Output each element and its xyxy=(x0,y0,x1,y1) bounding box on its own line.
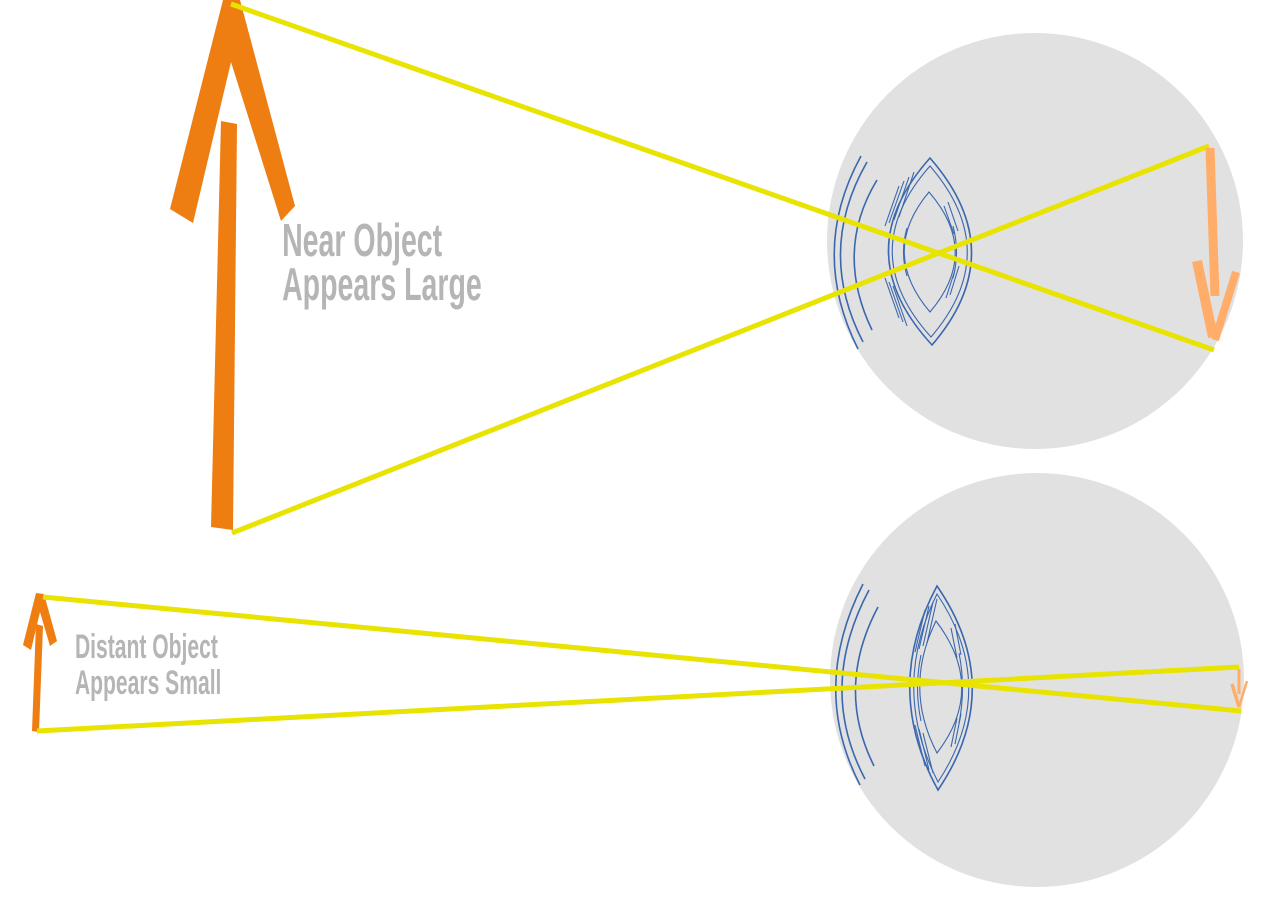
near-object-arrow-shaft xyxy=(211,121,237,530)
distant-ray-from-tip xyxy=(42,594,1242,714)
near-ray-from-base xyxy=(231,143,1210,536)
near-lens xyxy=(884,156,973,347)
near-object-label-line1: Near Object xyxy=(282,214,443,266)
distant-light-rays xyxy=(36,594,1242,734)
near-light-rays xyxy=(230,1,1215,536)
distant-object-label: Distant Object Appears Small xyxy=(74,628,222,702)
near-retinal-image-arrow xyxy=(1192,147,1240,342)
distant-object-arrow xyxy=(23,593,57,732)
distant-lens xyxy=(909,584,974,792)
distant-object-arrow-head xyxy=(23,593,57,650)
distant-object-arrow-shaft xyxy=(32,624,43,732)
distant-ray-from-base xyxy=(36,664,1240,734)
near-eye xyxy=(827,33,1243,449)
near-object-arrow xyxy=(170,0,295,530)
distant-lens-hatching xyxy=(914,598,962,774)
near-object-arrow-head xyxy=(170,0,295,223)
near-object-label-line2: Appears Large xyxy=(282,258,482,310)
near-ray-from-tip xyxy=(230,1,1215,353)
near-object-label: Near Object Appears Large xyxy=(282,214,482,310)
distant-object-label-line1: Distant Object xyxy=(74,628,218,666)
near-lens-hatching xyxy=(884,171,960,327)
distant-object-label-line2: Appears Small xyxy=(74,664,222,702)
near-cornea xyxy=(833,155,878,350)
distant-retinal-image-arrow xyxy=(1230,669,1249,708)
